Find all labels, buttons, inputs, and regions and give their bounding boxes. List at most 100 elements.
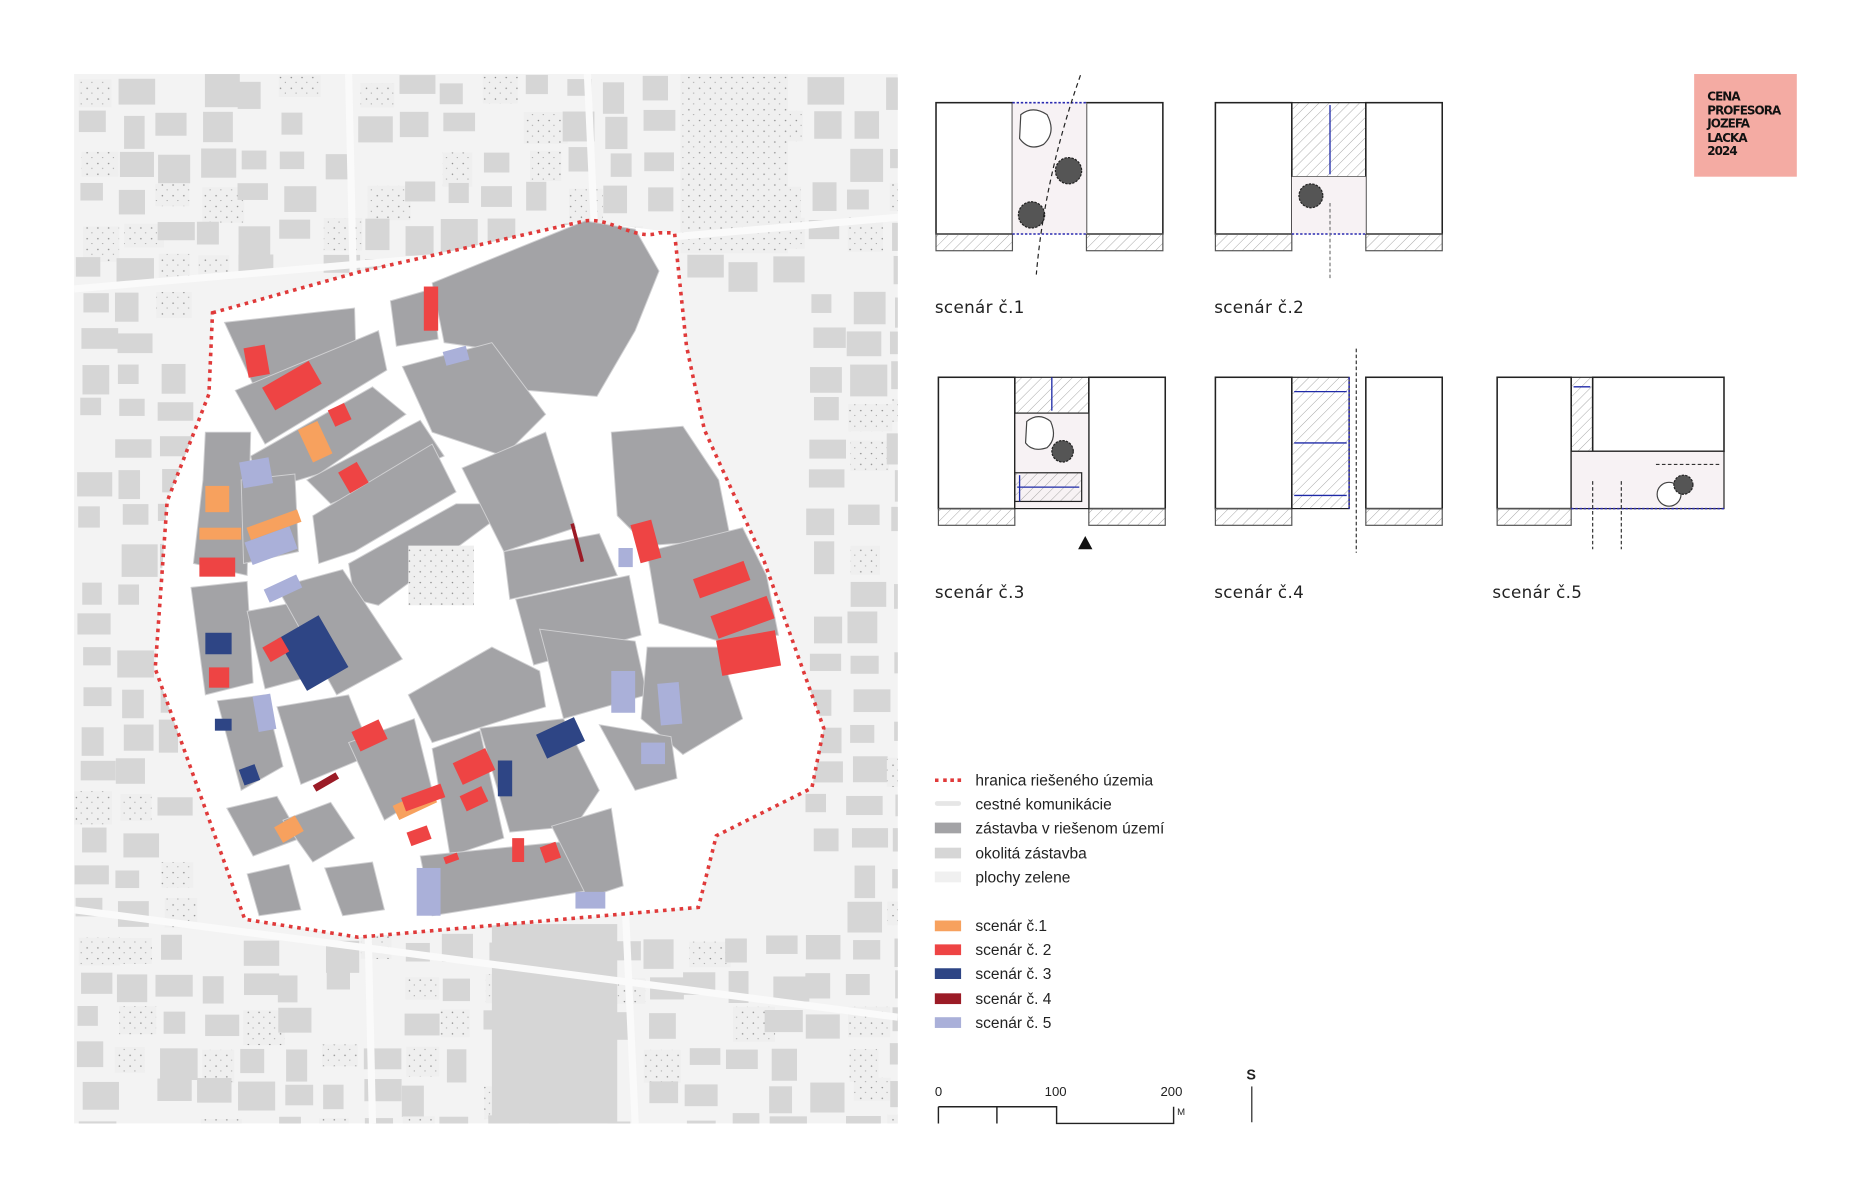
surrounding-building (82, 1081, 119, 1110)
surrounding-building (80, 760, 116, 781)
surrounding-building (894, 938, 898, 968)
surrounding-building (809, 439, 846, 459)
surrounding-building (114, 292, 139, 322)
building-block (550, 807, 624, 899)
surrounding-building (81, 727, 104, 756)
green-area (406, 1046, 440, 1077)
green-area (360, 83, 395, 108)
building-right (1591, 376, 1725, 453)
green-area (853, 1077, 891, 1101)
scenario-parcel (297, 420, 333, 463)
courtyard (1570, 450, 1725, 510)
surrounding-building (78, 506, 100, 528)
surrounding-building (364, 1118, 394, 1124)
green-area (689, 941, 731, 968)
scale-unit: M (1177, 1106, 1186, 1118)
green-area (323, 218, 363, 251)
scenario-parcel (244, 526, 298, 565)
green-area (120, 794, 152, 821)
sidewalk-left (937, 508, 1016, 526)
tree-icon (1054, 156, 1083, 185)
green-area (115, 938, 152, 964)
diagram-scenario-1 (935, 75, 1164, 275)
surrounding-building (401, 1085, 424, 1117)
surrounding-building (278, 1007, 312, 1033)
green-area (850, 440, 890, 471)
north-arrow (1251, 1086, 1253, 1123)
sidewalk-left (935, 233, 1014, 252)
scenario-parcel (252, 693, 277, 732)
surrounding-building (810, 367, 842, 393)
logo-line: CENA (1707, 90, 1740, 104)
surrounding-building (83, 687, 112, 707)
surrounding-building (122, 504, 149, 525)
surrounding-building (643, 939, 674, 969)
building-right (1085, 101, 1164, 235)
scenario-parcel (327, 402, 352, 427)
green-area (848, 404, 893, 432)
green-area (322, 1044, 358, 1067)
surrounding-building (243, 940, 280, 966)
surrounding-building (115, 870, 140, 889)
surrounding-building (808, 469, 845, 488)
surrounding-building (160, 1048, 198, 1080)
surrounding-building (894, 297, 898, 328)
surrounding-building (201, 148, 237, 178)
surrounding-building (82, 827, 107, 853)
surrounding-building (649, 1013, 676, 1039)
surrounding-building (845, 974, 870, 996)
surrounding-building (605, 116, 628, 150)
scenario-parcel (262, 636, 290, 663)
surrounding-building (686, 1120, 716, 1124)
green-area (529, 150, 562, 181)
scenario-parcel (243, 344, 270, 378)
surrounding-building (82, 582, 102, 605)
surrounding-building (689, 1048, 721, 1065)
surrounding-building (279, 219, 311, 239)
surrounding-building (83, 647, 111, 666)
building-left (1214, 376, 1293, 510)
surrounding-building (805, 934, 841, 960)
surrounding-building (728, 262, 758, 292)
surrounding-building (158, 719, 179, 753)
scenario-parcel (274, 815, 304, 843)
legend-item-scenario-1: scenár č.1 (934, 915, 1048, 936)
legend-label: scenár č.1 (975, 916, 1048, 935)
scenario-parcel (611, 670, 636, 713)
diagram-scenario-4 (1214, 348, 1444, 553)
surrounding-building (725, 938, 747, 963)
surrounding-building (119, 151, 154, 177)
surrounding-building (358, 116, 393, 143)
green-area (319, 1118, 349, 1124)
green-area (889, 183, 898, 212)
surrounding-building (77, 472, 113, 497)
surrounding-building (687, 254, 724, 278)
scenario-parcel (512, 838, 525, 862)
surrounding-building (732, 1113, 760, 1124)
surrounding-building (483, 152, 510, 173)
diagram-scenario-5 (1496, 376, 1725, 550)
surrounding-building (894, 470, 898, 502)
surrounding-building (807, 77, 845, 105)
surrounding-building (121, 544, 158, 577)
scenario-parcel (443, 852, 460, 865)
building-block (503, 533, 618, 600)
legend-item-scenario-5: scenár č. 5 (934, 1011, 1051, 1032)
green-area (124, 223, 165, 248)
surrounding-building (895, 794, 898, 817)
green-area (81, 151, 119, 177)
surrounding-building (894, 584, 898, 609)
surrounding-building (77, 1006, 98, 1026)
scenario-parcel (570, 523, 585, 563)
surrounding-building (279, 1116, 301, 1124)
surrounding-building (602, 82, 625, 114)
sidewalk-right (1365, 508, 1443, 526)
surrounding-building (118, 189, 146, 215)
green-area (156, 292, 192, 319)
scenario-parcel (657, 682, 683, 726)
building-block (324, 861, 386, 917)
surrounding-building (405, 226, 434, 256)
scenario-parcel (406, 825, 432, 847)
surrounding-building (814, 111, 842, 139)
building-block (461, 431, 577, 553)
